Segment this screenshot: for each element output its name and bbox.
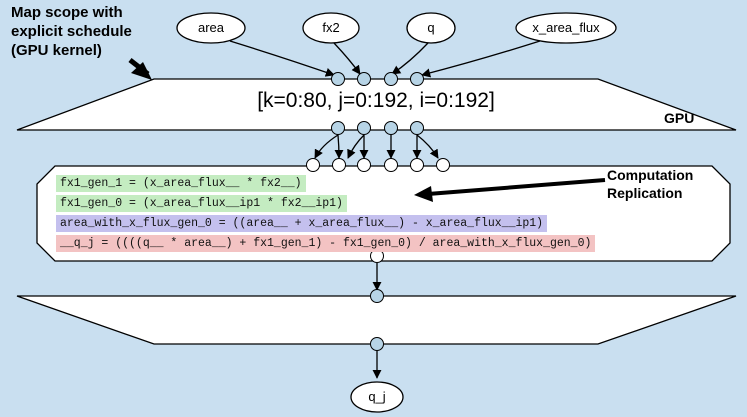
- map-scope-line-1: Map scope with: [11, 4, 123, 21]
- edge-map-to-tasklet: [314, 134, 339, 159]
- access-node-q[interactable]: [406, 12, 456, 44]
- tasklet-in-connector: [332, 158, 346, 172]
- edge-map-to-tasklet: [334, 134, 344, 159]
- replication-arrow: [414, 178, 606, 202]
- exit-out-connector: [370, 337, 384, 351]
- edge-area-in: [229, 40, 335, 77]
- out-connector: [357, 121, 371, 135]
- access-node-q-j[interactable]: [350, 381, 404, 413]
- map-scope-line-3: (GPU kernel): [11, 42, 102, 59]
- access-label-area: area: [197, 20, 225, 35]
- replication-line-2: Replication: [607, 185, 683, 201]
- tasklet-line: __q_j = ((((q__ * area__) + fx1_gen_1) -…: [56, 235, 596, 252]
- in-connector: [357, 72, 371, 86]
- in-connector: [410, 72, 424, 86]
- out-connector: [410, 121, 424, 135]
- edge-map-to-tasklet: [416, 134, 439, 159]
- map-scope-annotation: Map scope with explicit schedule (GPU ke…: [11, 3, 132, 60]
- tasklet-line: area_with_x_flux_gen_0 = ((area__ + x_ar…: [56, 215, 548, 232]
- tasklet-in-connector: [436, 158, 450, 172]
- edge-x-area-flux-in: [421, 40, 541, 78]
- edge-q-in: [391, 42, 429, 75]
- tasklet-line: fx1_gen_1 = (x_area_flux__ * fx2__): [56, 175, 306, 192]
- access-label-q: q: [427, 20, 435, 35]
- access-node-area[interactable]: [176, 12, 246, 44]
- access-label-fx2: fx2: [322, 20, 340, 35]
- map-entry[interactable]: [16, 78, 737, 131]
- access-label-x-area-flux: x_area_flux: [532, 20, 600, 35]
- in-connector: [384, 72, 398, 86]
- exit-in-connector: [370, 289, 384, 303]
- map-exit[interactable]: [16, 295, 737, 345]
- tasklet-in-connector: [357, 158, 371, 172]
- map-schedule: GPU: [664, 110, 695, 126]
- out-connector: [331, 121, 345, 135]
- map-scope-line-2: explicit schedule: [11, 23, 132, 40]
- access-node-fx2[interactable]: [302, 12, 360, 44]
- replication-annotation: Computation Replication: [607, 166, 693, 202]
- map-scope-arrow: [128, 58, 152, 80]
- tasklet-line: fx1_gen_0 = (x_area_flux__ip1 * fx2__ip1…: [56, 195, 347, 212]
- access-label-q-j: q_j: [368, 389, 386, 404]
- tasklet-in-connector: [384, 158, 398, 172]
- edge-map-to-tasklet: [347, 134, 365, 159]
- tasklet-in-connector: [410, 158, 424, 172]
- out-connector: [384, 121, 398, 135]
- map-range: [k=0:80, j=0:192, i=0:192]: [257, 89, 495, 112]
- access-node-x-area-flux[interactable]: [515, 12, 617, 44]
- edge-fx2-in: [333, 42, 361, 75]
- tasklet-in-connector: [306, 158, 320, 172]
- in-connector: [331, 72, 345, 86]
- replication-line-1: Computation: [607, 167, 694, 183]
